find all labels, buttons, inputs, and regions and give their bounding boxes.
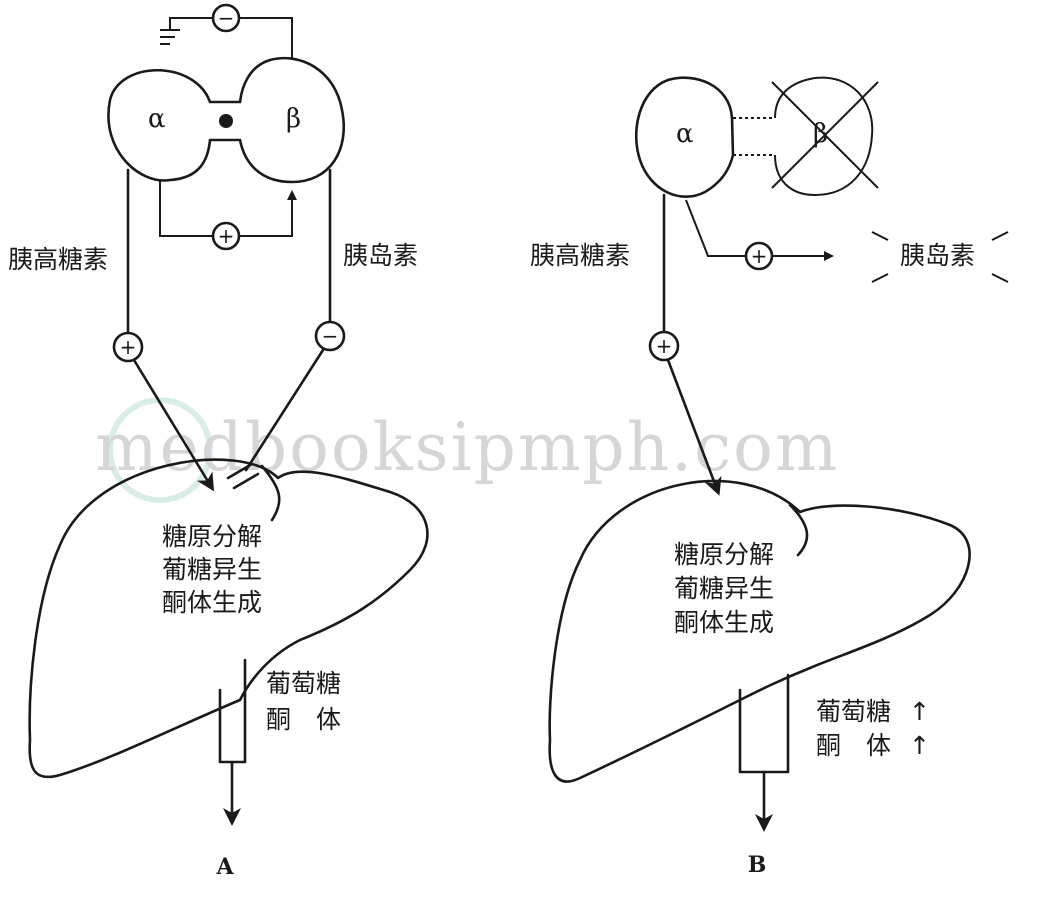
sign-top: − bbox=[218, 6, 235, 30]
panel-label-b: B bbox=[748, 852, 767, 878]
feedback-top-wire: − bbox=[160, 3, 293, 58]
gap-junction-dot bbox=[219, 114, 233, 128]
sign-loop: + bbox=[218, 224, 235, 248]
minus-sign-circle bbox=[211, 3, 241, 33]
output-1: 葡萄糖 bbox=[266, 669, 341, 698]
beta-label: β bbox=[286, 104, 301, 134]
liver-process-3-b: 酮体生成 bbox=[674, 608, 774, 637]
liver-process-3: 酮体生成 bbox=[162, 588, 262, 617]
output-arrow-1-b: ↑ bbox=[909, 697, 930, 726]
liver-b: 糖原分解 葡糖异生 酮体生成 葡萄糖 ↑ 酮 体 ↑ bbox=[548, 479, 971, 832]
alpha-cell bbox=[634, 76, 735, 198]
watermark-text: medbooksipmph.com bbox=[95, 409, 839, 486]
panel-b: α β + 胰岛素 + 胰高糖素 糖 bbox=[530, 76, 1009, 878]
beta-label-b: β bbox=[813, 119, 828, 149]
islet-cells-a: α β bbox=[107, 56, 345, 184]
sign-alpha: + bbox=[751, 244, 768, 268]
panel-label-a: A bbox=[215, 854, 234, 880]
alpha-label-b: α bbox=[676, 119, 694, 149]
watermark: medbooksipmph.com bbox=[95, 397, 839, 503]
liver-process-2-b: 葡糖异生 bbox=[674, 574, 774, 603]
glucagon-label: 胰高糖素 bbox=[8, 245, 108, 274]
plus-sign-circle bbox=[211, 221, 241, 251]
sign-glucagon-b: + bbox=[656, 334, 673, 358]
glucagon-pathway-a: + 胰高糖素 bbox=[8, 168, 215, 492]
glucagon-pathway-b: + 胰高糖素 bbox=[530, 193, 722, 496]
output-arrow-2-b: ↑ bbox=[909, 731, 930, 760]
output-2-b: 酮 体 bbox=[816, 731, 891, 760]
output-1-b: 葡萄糖 bbox=[816, 697, 891, 726]
glucagon-plus-circle bbox=[112, 331, 144, 363]
sign-glucagon: + bbox=[120, 335, 137, 359]
insulin-label: 胰岛素 bbox=[343, 241, 418, 270]
insulin-label-b: 胰岛素 bbox=[900, 241, 975, 270]
liver-process-1-b: 糖原分解 bbox=[674, 540, 774, 569]
glucagon-label-b: 胰高糖素 bbox=[530, 241, 630, 270]
sign-insulin: − bbox=[322, 324, 339, 348]
insulin-minus-circle bbox=[314, 320, 346, 352]
destroyed-beta-cell bbox=[774, 76, 874, 197]
positive-feedback-loop: + bbox=[159, 180, 297, 251]
panel-a: − α β + + 胰高糖素 − bbox=[8, 3, 429, 880]
alpha-label: α bbox=[148, 104, 166, 134]
insulin-pathway-a: − 胰岛素 bbox=[226, 168, 418, 490]
liver-process-1: 糖原分解 bbox=[162, 522, 262, 551]
glucagon-plus-circle-b bbox=[648, 330, 680, 362]
output-2: 酮 体 bbox=[266, 705, 341, 734]
plus-circle-b bbox=[744, 241, 774, 271]
alpha-to-insulin: + 胰岛素 bbox=[685, 199, 1009, 283]
liver-a: 糖原分解 葡糖异生 酮体生成 葡萄糖 酮 体 bbox=[28, 458, 429, 826]
islet-cells-b: α β bbox=[634, 76, 879, 198]
liver-process-2: 葡糖异生 bbox=[162, 555, 262, 584]
